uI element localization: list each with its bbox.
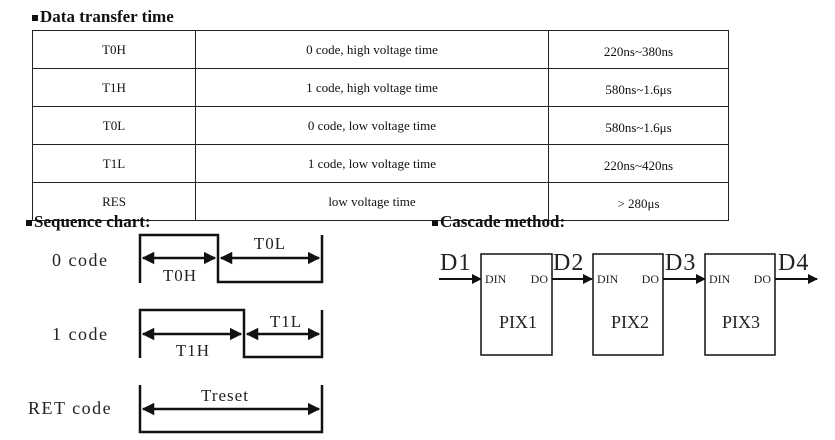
sequence-heading: Sequence chart: bbox=[26, 212, 151, 232]
param-value: 220ns~380ns bbox=[548, 30, 729, 69]
param-desc: low voltage time bbox=[195, 182, 549, 221]
param-value: 220ns~420ns bbox=[548, 144, 729, 183]
pixel-block: DIN DO PIX1 bbox=[480, 253, 553, 356]
table-row: RES low voltage time > 280μs bbox=[32, 182, 729, 221]
bullet-icon bbox=[26, 220, 32, 226]
bullet-icon bbox=[32, 15, 38, 21]
param-value: > 280μs bbox=[548, 182, 729, 221]
din-label: DIN bbox=[709, 272, 731, 286]
din-label: DIN bbox=[597, 272, 619, 286]
t0h-label: T0H bbox=[163, 266, 197, 285]
param-desc: 1 code, high voltage time bbox=[195, 68, 549, 107]
data-transfer-heading: Data transfer time bbox=[32, 7, 174, 27]
sequence-heading-text: Sequence chart: bbox=[34, 212, 151, 231]
table-row: T1L 1 code, low voltage time 220ns~420ns bbox=[32, 144, 729, 183]
cascade-heading-text: Cascade method: bbox=[440, 212, 566, 231]
signal-d3: D3 bbox=[665, 250, 696, 276]
do-label: DO bbox=[531, 272, 549, 286]
param-name: T0H bbox=[32, 30, 196, 69]
t0l-label: T0L bbox=[254, 234, 286, 253]
pixel-block: DIN DO PIX2 bbox=[592, 253, 664, 356]
treset-label: Treset bbox=[201, 386, 249, 405]
param-value: 580ns~1.6μs bbox=[548, 106, 729, 145]
bullet-icon bbox=[432, 220, 438, 226]
t1l-label: T1L bbox=[270, 312, 302, 331]
param-name: RES bbox=[32, 182, 196, 221]
pixel-label: PIX2 bbox=[611, 312, 649, 332]
param-name: T0L bbox=[32, 106, 196, 145]
t1h-label: T1H bbox=[176, 341, 210, 360]
table-row: T1H 1 code, high voltage time 580ns~1.6μ… bbox=[32, 68, 729, 107]
param-name: T1L bbox=[32, 144, 196, 183]
sequence-chart: 0 code T0H T0L 1 code T1H T1L RET code T… bbox=[28, 233, 324, 434]
param-name: T1H bbox=[32, 68, 196, 107]
signal-d1: D1 bbox=[440, 250, 471, 276]
param-desc: 0 code, low voltage time bbox=[195, 106, 549, 145]
ret-code-waveform bbox=[138, 385, 324, 434]
pixel-label: PIX3 bbox=[722, 312, 760, 332]
do-label: DO bbox=[754, 272, 772, 286]
signal-d4: D4 bbox=[778, 250, 809, 276]
param-desc: 0 code, high voltage time bbox=[195, 30, 549, 69]
din-label: DIN bbox=[485, 272, 507, 286]
cascade-diagram: D1 D2 D3 D4 DIN DO PIX1 DIN DO PIX2 DIN … bbox=[439, 250, 818, 356]
cascade-heading: Cascade method: bbox=[432, 212, 565, 232]
zero-code-waveform bbox=[138, 233, 324, 284]
pixel-label: PIX1 bbox=[499, 312, 537, 332]
pixel-block: DIN DO PIX3 bbox=[704, 253, 776, 356]
one-code-waveform bbox=[138, 308, 324, 359]
table-row: T0H 0 code, high voltage time 220ns~380n… bbox=[32, 30, 729, 69]
signal-d2: D2 bbox=[553, 250, 584, 276]
ret-code-label: RET code bbox=[28, 398, 112, 418]
zero-code-label: 0 code bbox=[52, 250, 108, 270]
param-value: 580ns~1.6μs bbox=[548, 68, 729, 107]
timing-table: T0H 0 code, high voltage time 220ns~380n… bbox=[32, 30, 729, 221]
table-row: T0L 0 code, low voltage time 580ns~1.6μs bbox=[32, 106, 729, 145]
data-transfer-heading-text: Data transfer time bbox=[40, 7, 174, 26]
one-code-label: 1 code bbox=[52, 324, 108, 344]
do-label: DO bbox=[642, 272, 660, 286]
param-desc: 1 code, low voltage time bbox=[195, 144, 549, 183]
